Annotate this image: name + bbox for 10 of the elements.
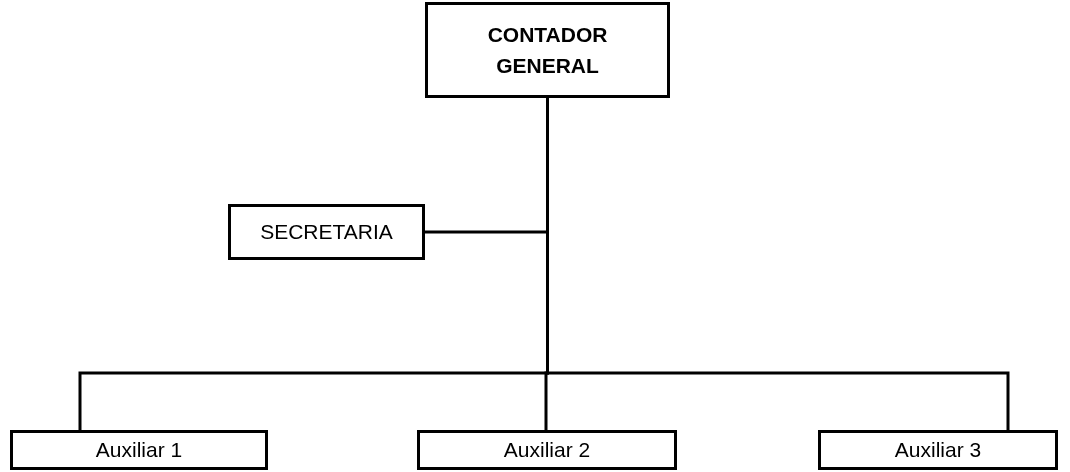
position-title: SECRETARIA (260, 219, 393, 246)
position-title: CONTADOR GENERAL (487, 21, 608, 79)
position-title: Auxiliar 2 (503, 437, 591, 464)
position-title: Auxiliar 3 (894, 437, 982, 464)
position-title: Auxiliar 1 (95, 437, 183, 464)
position-box (425, 2, 670, 98)
position-box (10, 430, 268, 470)
position-box (818, 430, 1058, 470)
position-box (228, 204, 425, 260)
position-box (417, 430, 677, 470)
